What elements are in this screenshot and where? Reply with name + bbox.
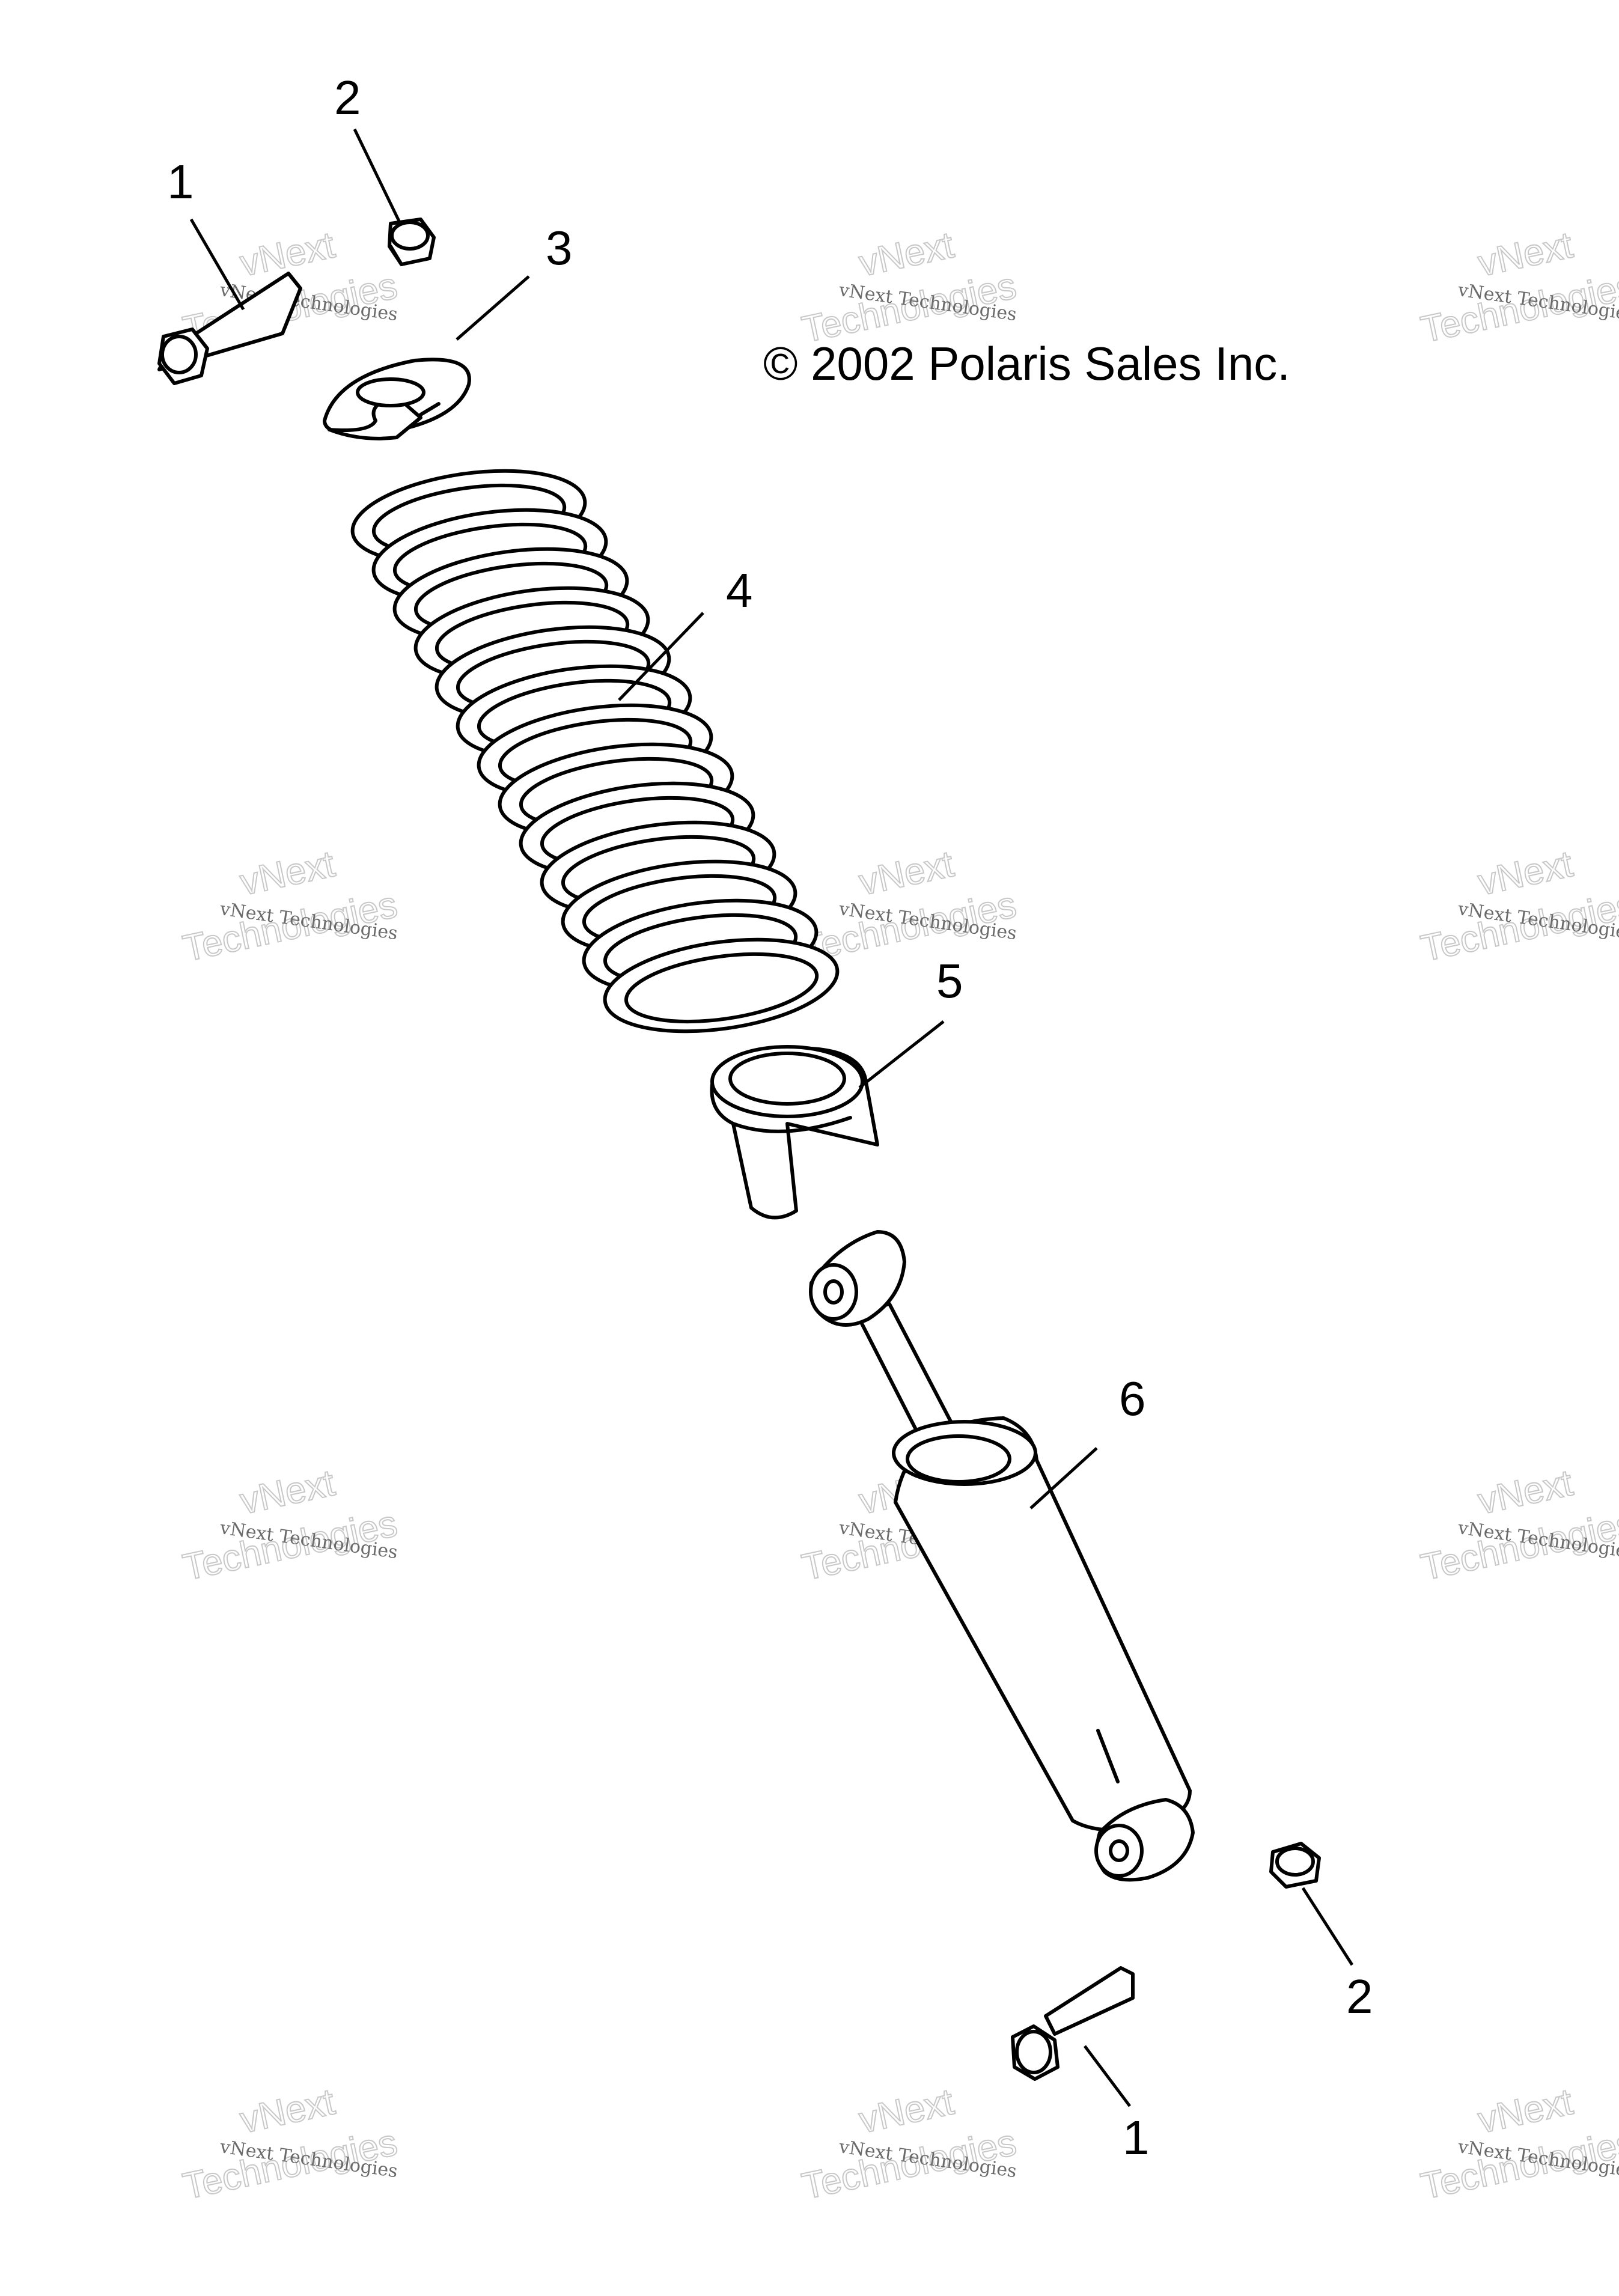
- leader-lines: [189, 128, 1354, 2107]
- callout-shock-body: 6: [1119, 1372, 1146, 1425]
- watermark-big-line1: vNext: [237, 1462, 338, 1522]
- watermark-big-line1: vNext: [1475, 843, 1576, 903]
- spring-seat-icon: [710, 1045, 879, 1220]
- callout-nut-bottom: 2: [1346, 1970, 1373, 2023]
- callout-bolt-bottom: 1: [1123, 2111, 1150, 2164]
- callout-spring: 4: [726, 564, 753, 617]
- callout-retainer: 3: [546, 221, 573, 275]
- shock-absorber-icon: [809, 1230, 1195, 1882]
- retainer-icon: [323, 358, 471, 440]
- watermark-big-line1: vNext: [856, 224, 957, 284]
- watermark-big-line1: vNext: [1475, 1462, 1576, 1522]
- coil-spring-icon: [350, 469, 840, 1034]
- watermark-big-line1: vNext: [237, 2081, 338, 2141]
- watermark-big-line1: vNext: [1475, 224, 1576, 284]
- watermark-big-line1: vNext: [856, 2081, 957, 2141]
- bolt-bottom-icon: [1011, 1966, 1135, 2081]
- callout-nut-top: 2: [334, 71, 361, 124]
- nut-bottom-icon: [1269, 1842, 1321, 1889]
- bolt-top-icon: [157, 272, 302, 385]
- watermark-big-line1: vNext: [856, 843, 957, 903]
- watermark-big-line1: vNext: [237, 843, 338, 903]
- spring-coil: [603, 937, 840, 1034]
- copyright-text: © 2002 Polaris Sales Inc.: [763, 337, 1290, 390]
- callout-bolt-top: 1: [167, 155, 194, 209]
- watermark-big-line1: vNext: [1475, 2081, 1576, 2141]
- callout-labels: 1 2 3 4 5 6 2 1: [167, 71, 1373, 2164]
- callout-spring-seat: 5: [936, 954, 963, 1008]
- spring-coil-inner: [624, 952, 819, 1024]
- nut-top-icon: [388, 218, 436, 266]
